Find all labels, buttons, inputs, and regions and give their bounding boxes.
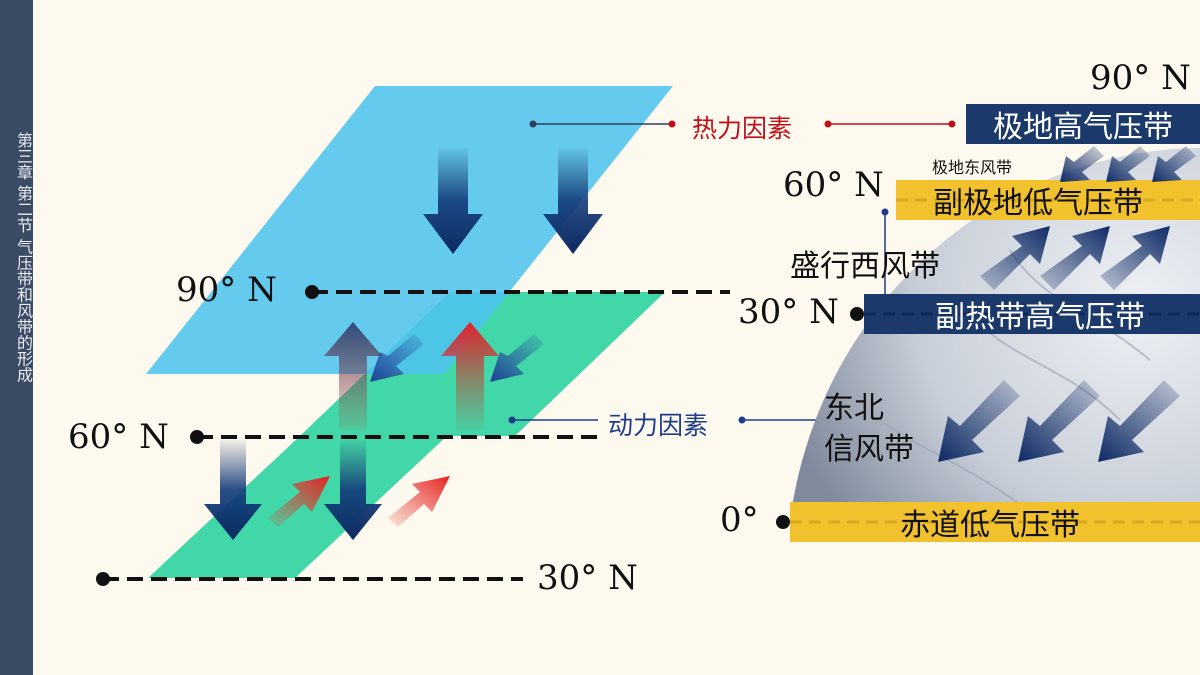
westerlies-label: 盛行西风带 bbox=[790, 249, 940, 284]
polar-high-label: 极地高气压带 bbox=[993, 110, 1173, 145]
equatorial-low-label: 赤道低气压带 bbox=[900, 508, 1080, 543]
dynamic-leader-dot bbox=[508, 416, 516, 424]
descending-arrow-icon bbox=[204, 440, 262, 540]
polar-easterly-arrow-icon bbox=[1152, 146, 1196, 182]
descending-arrow-icon bbox=[423, 148, 483, 254]
lat-dot-60-left bbox=[190, 430, 204, 444]
lat-dot-30-left bbox=[96, 572, 110, 586]
rising-arrow-icon bbox=[324, 322, 382, 430]
polar-easterly-arrow-icon bbox=[1060, 146, 1104, 182]
dynamic-leader-dot bbox=[881, 208, 889, 216]
westerly-arrow-icon bbox=[1100, 226, 1170, 290]
subtropical-high-band bbox=[864, 294, 1200, 334]
polar-high-band bbox=[966, 104, 1200, 144]
chapter-title: 第三章 第二节 气压带和风带的形成 bbox=[14, 132, 33, 383]
thermal-factor-label: 热力因素 bbox=[692, 114, 793, 143]
westerly-arrow-icon bbox=[1040, 226, 1110, 290]
lat-label-60-left: 60° N bbox=[68, 417, 169, 457]
diagonal-arrow-icon bbox=[490, 334, 544, 382]
sidebar: 第三章 第二节 气压带和风带的形成 bbox=[0, 0, 33, 675]
descending-arrow-icon bbox=[324, 440, 382, 540]
upper-plane bbox=[146, 86, 673, 374]
westerly-arrow-icon bbox=[980, 226, 1050, 290]
ne-trades-label-line1: 东北 bbox=[824, 391, 884, 426]
lat-dot-0-right bbox=[776, 515, 790, 529]
lat-label-30-right: 30° N bbox=[738, 292, 839, 332]
trade-wind-arrow-icon bbox=[1098, 380, 1180, 462]
lat-label-90-right: 90° N bbox=[1090, 58, 1191, 98]
ne-trades-label-line2: 信风带 bbox=[824, 432, 914, 467]
dynamic-factor-label: 动力因素 bbox=[608, 411, 709, 440]
dynamic-leader-dot bbox=[738, 416, 746, 424]
diagonal-arrow-icon bbox=[388, 476, 450, 527]
lat-dot-90-left bbox=[305, 285, 319, 299]
lat-dot-30-right bbox=[850, 307, 864, 321]
thermal-leader-dot bbox=[668, 120, 676, 128]
diagonal-arrow-icon bbox=[268, 476, 330, 527]
thermal-leader-dot bbox=[824, 120, 832, 128]
subpolar-low-label: 副极地低气压带 bbox=[933, 186, 1143, 221]
polar-easterlies-label: 极地东风带 bbox=[932, 158, 1013, 177]
rising-arrow-icon bbox=[441, 322, 499, 430]
lat-label-30-left: 30° N bbox=[537, 558, 638, 598]
lat-label-0-right: 0° bbox=[720, 500, 759, 540]
thermal-leader-dot bbox=[948, 120, 956, 128]
lat-label-60-right: 60° N bbox=[783, 165, 884, 205]
thermal-leader-dot bbox=[529, 120, 537, 128]
polar-easterly-arrow-icon bbox=[1106, 146, 1150, 182]
trade-wind-arrow-icon bbox=[938, 380, 1020, 462]
descending-arrow-icon bbox=[543, 148, 603, 254]
lat-label-90-left: 90° N bbox=[176, 270, 277, 310]
subtropical-high-label: 副热带高气压带 bbox=[935, 300, 1145, 335]
diagonal-arrow-icon bbox=[370, 334, 424, 382]
trade-wind-arrow-icon bbox=[1018, 380, 1100, 462]
